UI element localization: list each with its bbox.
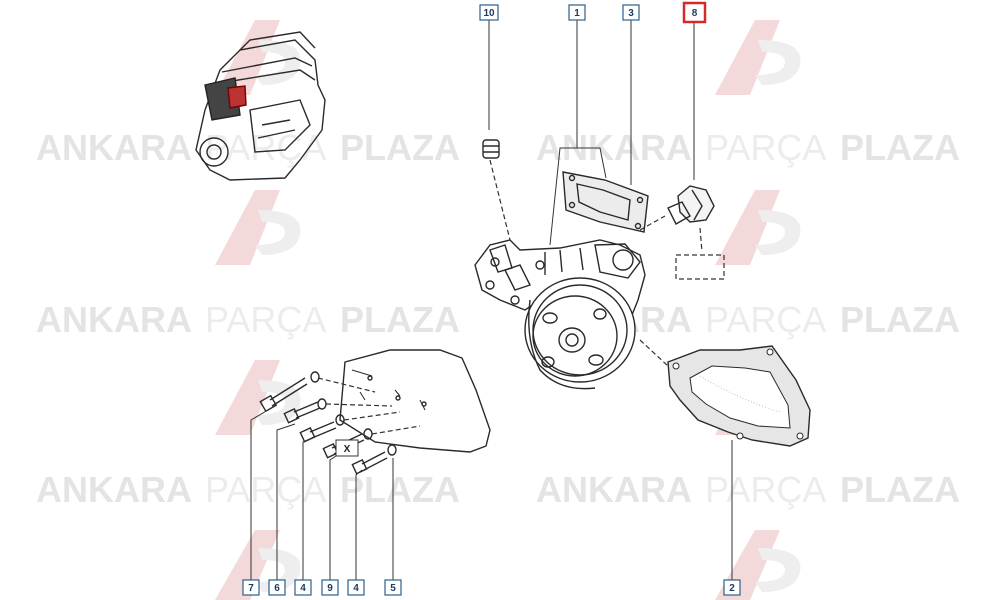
callout-7[interactable]: 7: [242, 579, 260, 596]
callout-1[interactable]: 1: [568, 4, 586, 21]
watermark-word: ANKARA: [536, 127, 692, 168]
temperature-sensor: [667, 185, 715, 225]
callout-label: 9: [327, 583, 333, 594]
watermark-word: PARÇA: [705, 469, 826, 510]
callout-6[interactable]: 6: [268, 579, 286, 596]
timing-cover-outline: [339, 349, 491, 453]
alignment-dashes: [317, 159, 703, 435]
bolt-long: [259, 371, 320, 413]
x-label: X: [344, 444, 351, 455]
callout-label: 4: [353, 583, 359, 594]
hose-clip: [482, 139, 500, 159]
watermark-word: ANKARA: [36, 469, 192, 510]
water-pump-body: [474, 239, 646, 390]
bolt-short: [351, 444, 397, 475]
bolt-set: [259, 371, 397, 475]
large-gasket: [667, 345, 811, 447]
watermark-word: PLAZA: [840, 127, 960, 168]
watermark-word: PLAZA: [840, 299, 960, 340]
callout-4-second[interactable]: 4: [347, 579, 365, 596]
callout-label: 5: [390, 583, 396, 594]
callout-label: 3: [628, 8, 634, 19]
watermark-word: PARÇA: [705, 299, 826, 340]
callout-label: 4: [300, 583, 306, 594]
callout-4-first[interactable]: 4: [294, 579, 312, 596]
callout-label: 6: [274, 583, 280, 594]
watermark-word: PLAZA: [340, 127, 460, 168]
callout-label: 8: [692, 8, 698, 19]
watermark-word: PARÇA: [205, 299, 326, 340]
watermark-word: ANKARA: [36, 299, 192, 340]
watermark-word: PLAZA: [340, 469, 460, 510]
watermark-word: ANKARA: [36, 127, 192, 168]
watermark-word: PLAZA: [340, 299, 460, 340]
callout-9[interactable]: 9: [321, 579, 339, 596]
callout-label: 2: [729, 583, 735, 594]
x-label-box: [335, 439, 359, 457]
watermark-layer: ANKARA PARÇA PLAZA ANKARA PARÇA PLAZA AN…: [36, 20, 960, 600]
callout-10[interactable]: 10: [479, 4, 499, 21]
callout-3[interactable]: 3: [622, 4, 640, 21]
engine-thumbnail: [195, 31, 326, 181]
small-gasket: [562, 171, 649, 233]
callout-8-highlighted[interactable]: 8: [682, 1, 707, 24]
callout-label: 1: [574, 8, 580, 19]
leader-lines: [250, 20, 733, 580]
callout-2[interactable]: 2: [723, 579, 741, 596]
watermark-word: PARÇA: [205, 469, 326, 510]
callout-label: 10: [483, 8, 495, 19]
callout-label: 7: [248, 583, 254, 594]
sensor-placeholder-box: [675, 254, 725, 280]
callout-5[interactable]: 5: [384, 579, 402, 596]
watermark-word: PLAZA: [840, 469, 960, 510]
watermark-word: ANKARA: [536, 469, 692, 510]
watermark-word: PARÇA: [705, 127, 826, 168]
bolt-mid-2: [299, 414, 345, 443]
